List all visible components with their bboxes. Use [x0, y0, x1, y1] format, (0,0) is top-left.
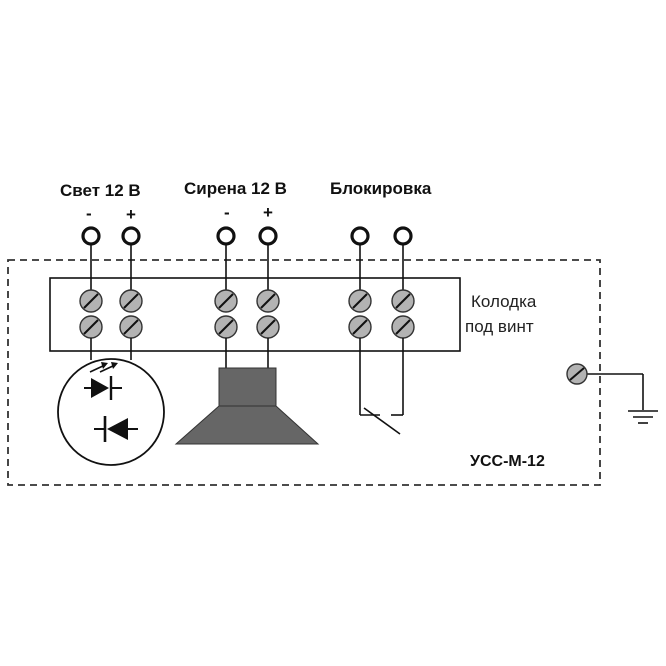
screw-terminal-icon: [256, 315, 280, 339]
output-wires: [90, 338, 404, 416]
heading-light: Свет 12 В: [60, 181, 141, 200]
screw-terminal-icon: [79, 315, 103, 339]
terminal-rings: [81, 226, 413, 246]
terminal-ring-icon: [216, 226, 236, 246]
heading-siren: Сирена 12 В: [184, 179, 287, 198]
terminal-ring-icon: [258, 226, 278, 246]
speaker-icon: [174, 367, 320, 445]
light-indicator: [57, 358, 165, 466]
ground-icon: [628, 410, 658, 424]
terminal-block-label-line2: под винт: [465, 317, 534, 336]
input-wires: [90, 244, 404, 292]
terminal-ring-icon: [350, 226, 370, 246]
siren-minus-sign: -: [224, 203, 230, 222]
screw-terminal-icon: [119, 289, 143, 313]
screw-terminal-icon: [348, 315, 372, 339]
device-model-label: УСС-М-12: [470, 453, 545, 470]
screw-terminals: [79, 289, 415, 339]
screw-terminal-icon: [79, 289, 103, 313]
terminal-ring-icon: [393, 226, 413, 246]
screw-terminal-icon: [391, 315, 415, 339]
terminal-ring-icon: [121, 226, 141, 246]
screw-terminal-icon: [214, 315, 238, 339]
siren-plus-sign: +: [263, 203, 273, 222]
screw-terminal-icon: [348, 289, 372, 313]
screw-terminal-icon: [214, 289, 238, 313]
screw-terminal-icon: [566, 363, 588, 385]
screw-terminal-icon: [256, 289, 280, 313]
led-icon: [84, 362, 122, 400]
terminal-block: [49, 277, 461, 352]
screw-terminal-icon: [391, 289, 415, 313]
ground-connection: [566, 363, 658, 424]
terminal-block-label-line1: Колодка: [471, 292, 537, 311]
light-minus-sign: -: [86, 204, 92, 223]
light-plus-sign: +: [126, 205, 136, 224]
screw-terminal-icon: [119, 315, 143, 339]
diode-icon: [94, 416, 138, 442]
terminal-ring-icon: [81, 226, 101, 246]
heading-block: Блокировка: [330, 179, 432, 198]
switch-icon: [363, 407, 401, 435]
